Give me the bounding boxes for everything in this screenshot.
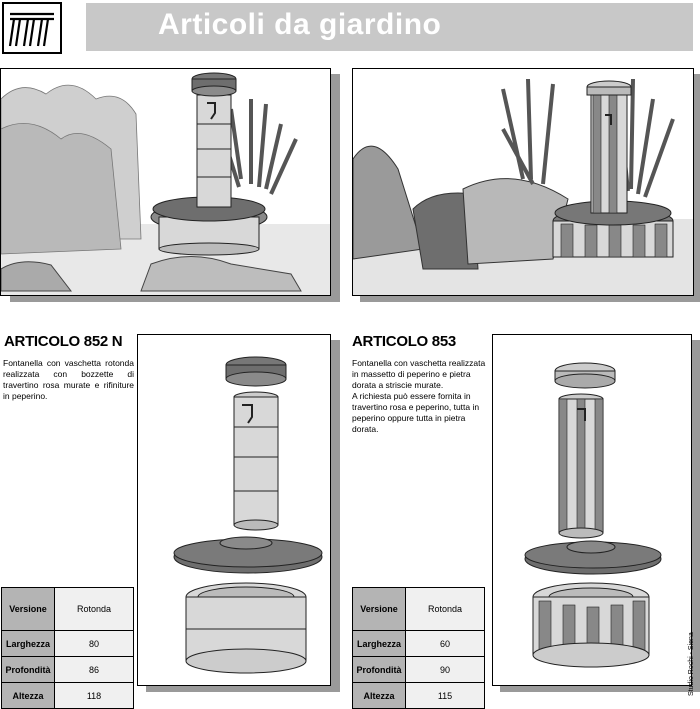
title-bar xyxy=(86,3,693,51)
table-row: Profondità 90 xyxy=(352,656,485,683)
exploded-view-853 xyxy=(492,334,692,686)
garden-scene-853 xyxy=(352,68,694,296)
table-row: Larghezza 80 xyxy=(1,630,134,657)
exploded-view-852 xyxy=(137,334,331,686)
table-row: Altezza 115 xyxy=(352,682,485,709)
spec-label: Altezza xyxy=(352,682,406,709)
fountain-853-parts-illustration xyxy=(524,362,662,668)
table-row: Profondità 86 xyxy=(1,656,134,683)
spec-label: Larghezza xyxy=(352,630,406,657)
spec-label: Profondità xyxy=(1,656,55,683)
product-heading-852: ARTICOLO 852 N xyxy=(4,333,123,350)
product-description-853: Fontanella con vaschetta realizzata in m… xyxy=(352,358,486,435)
table-row: Larghezza 60 xyxy=(352,630,485,657)
spec-table-852: Versione Rotonda Larghezza 80 Profondità… xyxy=(1,587,134,709)
garden-scene-852 xyxy=(0,68,331,296)
spec-label: Altezza xyxy=(1,682,55,709)
fountain-852-parts-illustration xyxy=(173,356,323,674)
description-paragraph: A richiesta può essere fornita in traver… xyxy=(352,391,480,434)
spec-value: 115 xyxy=(405,682,485,709)
table-row: Versione Rotonda xyxy=(1,587,134,631)
product-description-852: Fontanella con vaschetta rotonda realizz… xyxy=(3,358,134,402)
spec-table-853: Versione Rotonda Larghezza 60 Profondità… xyxy=(352,587,485,709)
spec-value: 86 xyxy=(54,656,134,683)
description-paragraph: Fontanella con vaschetta rotonda realizz… xyxy=(3,358,134,401)
logo-mark-icon xyxy=(8,12,54,47)
spec-value: 118 xyxy=(54,682,134,709)
fountain-852-illustration xyxy=(1,72,330,295)
company-logo xyxy=(2,2,62,54)
description-paragraph: Fontanella con vaschetta realizzata in m… xyxy=(352,358,486,390)
product-heading-853: ARTICOLO 853 xyxy=(352,333,456,350)
spec-value: 80 xyxy=(54,630,134,657)
page-title: Articoli da giardino xyxy=(158,8,442,41)
table-row: Versione Rotonda xyxy=(352,587,485,631)
spec-value: 60 xyxy=(405,630,485,657)
spec-label: Larghezza xyxy=(1,630,55,657)
spec-label: Versione xyxy=(352,587,406,631)
spec-value: 90 xyxy=(405,656,485,683)
spec-label: Versione xyxy=(1,587,55,631)
spec-value: Rotonda xyxy=(405,587,485,631)
spec-label: Profondità xyxy=(352,656,406,683)
studio-credit: Studio Rochi - Siena xyxy=(688,632,695,696)
fountain-853-illustration xyxy=(353,78,693,295)
table-row: Altezza 118 xyxy=(1,682,134,709)
spec-value: Rotonda xyxy=(54,587,134,631)
